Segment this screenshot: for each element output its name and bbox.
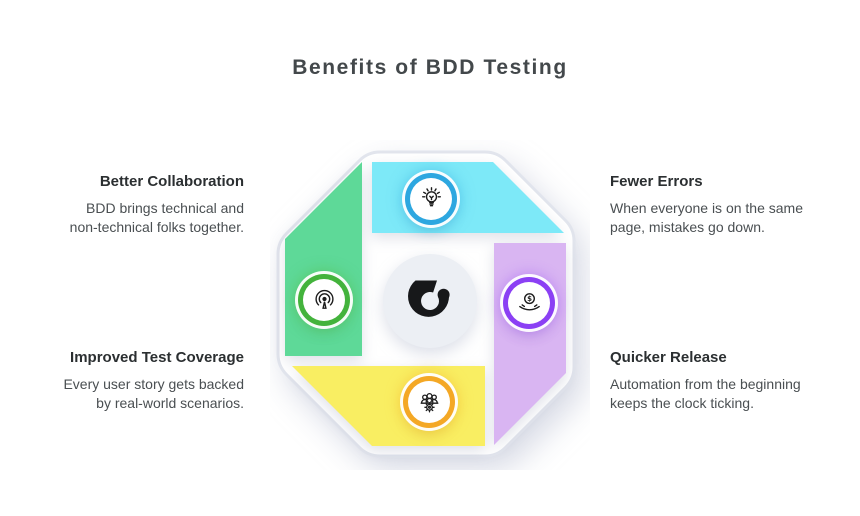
broadcast-icon <box>314 289 334 309</box>
hand-coin-badge: $ <box>508 282 550 324</box>
benefit-block-fewer-errors: Fewer Errors When everyone is on the sam… <box>610 173 850 236</box>
benefit-block-better-collaboration: Better Collaboration BDD brings technica… <box>4 173 244 236</box>
benefit-block-quicker-release: Quicker Release Automation from the begi… <box>610 349 850 412</box>
benefit-heading: Better Collaboration <box>99 173 244 190</box>
benefit-body: Every user story gets backed by real-wor… <box>63 376 244 411</box>
center-circle <box>383 254 477 348</box>
benefit-heading: Quicker Release <box>610 349 727 366</box>
broadcast-badge <box>303 279 345 321</box>
benefit-block-improved-test-coverage: Improved Test Coverage Every user story … <box>4 349 244 412</box>
benefit-heading: Fewer Errors <box>610 173 703 190</box>
ring-logo <box>408 280 450 317</box>
svg-text:$: $ <box>527 295 532 303</box>
team-badge <box>408 381 450 423</box>
team-gear-icon <box>420 392 438 413</box>
idea-badge <box>410 178 452 220</box>
benefit-body: BDD brings technical and non-technical f… <box>69 200 244 235</box>
benefit-heading: Improved Test Coverage <box>70 349 244 366</box>
page-title: Benefits of BDD Testing <box>292 56 568 79</box>
hand-coin-icon: $ <box>518 292 540 311</box>
segment-left-green <box>285 162 362 356</box>
benefit-body: When everyone is on the same page, mista… <box>610 200 803 235</box>
lightbulb-icon <box>421 186 441 206</box>
benefit-body: Automation from the beginning keeps the … <box>610 376 801 411</box>
